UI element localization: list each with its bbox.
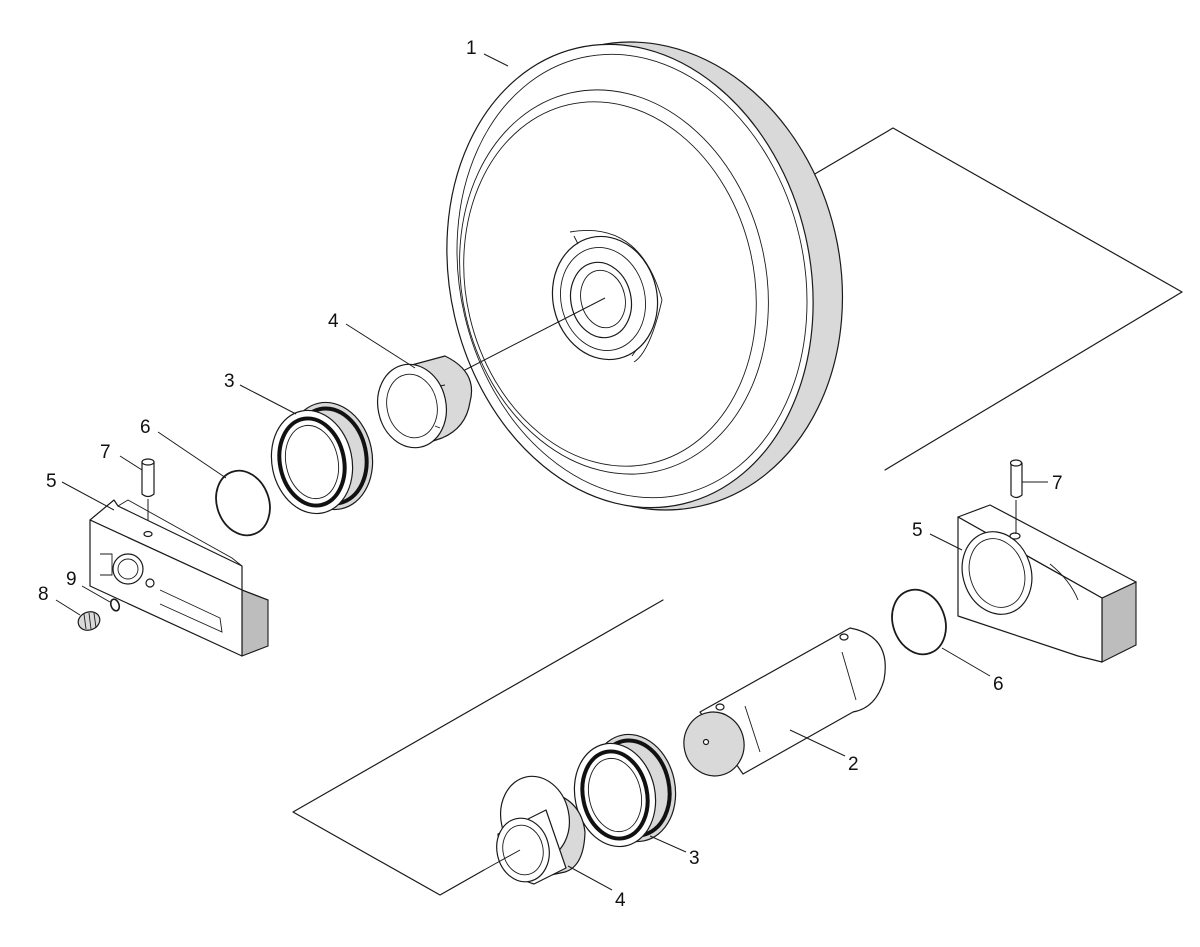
callout-1: 1 — [466, 38, 477, 59]
part-7-pin-left — [141, 458, 155, 528]
part-4-bushing-top — [377, 355, 473, 449]
callout-6-left: 6 — [140, 417, 151, 438]
callout-4-bottom: 4 — [615, 890, 626, 911]
callout-2: 2 — [848, 754, 859, 775]
callout-6-right: 6 — [993, 674, 1004, 695]
axis-line-lower — [483, 849, 521, 871]
callout-9: 9 — [66, 569, 77, 590]
callout-4-top: 4 — [328, 311, 339, 332]
axis-line-upper — [460, 297, 606, 373]
callout-3-top: 3 — [224, 371, 235, 392]
callout-labels: 1 4 3 6 7 5 9 8 7 5 6 2 3 4 — [38, 38, 1063, 911]
part-9-small-o-ring — [109, 598, 121, 612]
assembly-reference-plane — [292, 127, 1183, 896]
part-1-idler-wheel — [446, 41, 844, 511]
part-3-seal-group-top — [270, 401, 374, 515]
part-7-pin-right — [1009, 459, 1023, 534]
part-6-o-ring-right — [891, 588, 947, 656]
callout-7-right: 7 — [1052, 473, 1063, 494]
callout-3-bottom: 3 — [689, 848, 700, 869]
part-8-plug — [77, 611, 101, 631]
leader-lines — [55, 53, 1048, 891]
part-4-bushing-bottom — [496, 775, 586, 885]
part-2-shaft — [683, 627, 886, 777]
callout-7-left: 7 — [100, 442, 111, 463]
callout-5-left: 5 — [46, 471, 57, 492]
part-5-bracket-right — [957, 504, 1137, 663]
part-5-bracket-left — [89, 499, 269, 657]
callout-5-right: 5 — [912, 520, 923, 541]
part-3-seal-group-bottom — [573, 733, 677, 848]
part-6-o-ring-left — [215, 469, 271, 537]
callout-8: 8 — [38, 584, 49, 605]
